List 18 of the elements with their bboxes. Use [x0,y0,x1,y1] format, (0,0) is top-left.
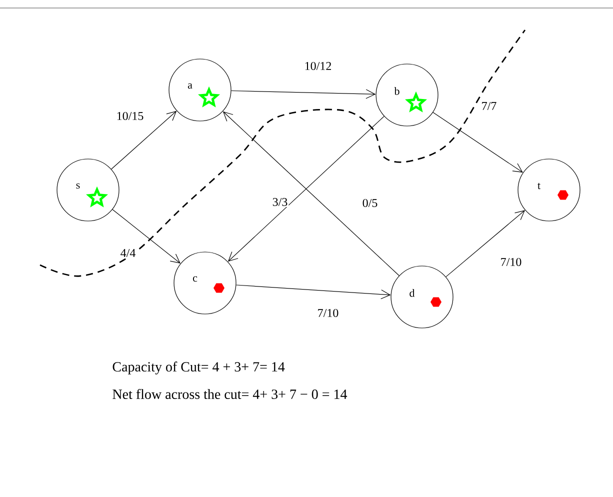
edge-label: 3/3 [271,196,289,208]
arrow [236,284,391,300]
edge-label: 10/12 [303,60,333,72]
edge-label: 4/4 [119,248,137,258]
arrow [446,210,526,278]
formula-text: Net flow across the cut= 4+ 3+ 7 − 0 = 14 [112,388,348,399]
formula-text: Capacity of Cut= 4 + 3+ 7= 14 [112,362,285,374]
arrow [222,111,400,276]
arrow [228,116,384,262]
edge-label: 7/10 [499,256,523,268]
edge-label: 10/15 [115,110,145,122]
edge-label: 7/7 [480,100,498,111]
edge-label: 7/10 [316,308,340,318]
arrow [432,112,523,173]
arrow [112,209,180,264]
arrow [111,110,177,170]
arrow [231,89,376,99]
edge-label: 0/5 [361,198,379,208]
